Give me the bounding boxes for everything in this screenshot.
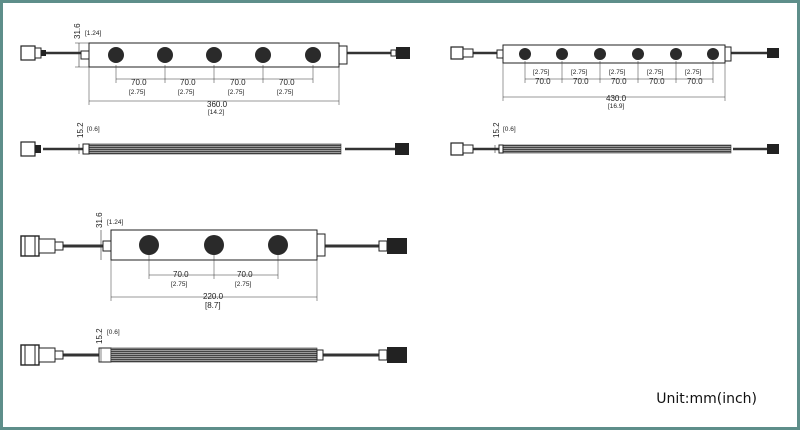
connector-left-icon — [20, 141, 36, 157]
length-dimension-inch: [8.7] — [205, 301, 221, 310]
length-dimension: 220.0 — [203, 292, 224, 301]
pitch-dimension: 70.0 — [535, 77, 551, 86]
connector-right-icon — [390, 47, 410, 59]
length-dimension-inch: [16.9] — [608, 103, 624, 110]
height-dimension: 31.6 — [95, 212, 104, 228]
pitch-dimension-inch: [2.75] — [685, 69, 701, 76]
led-dot — [204, 235, 224, 255]
pitch-dimension: 70.0 — [173, 270, 189, 279]
connector-right-icon — [378, 238, 407, 254]
pitch-dimension: 70.0 — [180, 78, 196, 87]
pitch-dimension-inch: [2.75] — [129, 89, 145, 96]
pitch-dimension-inch: [2.75] — [571, 69, 587, 76]
side-height-dimension: 15.2 — [95, 328, 104, 344]
led-dot — [519, 48, 531, 60]
length-dimension-inch: [14.2] — [208, 109, 224, 116]
led-dot — [305, 47, 321, 63]
pitch-dimension: 70.0 — [687, 77, 703, 86]
side-height-dimension-inch: [0.6] — [107, 329, 120, 336]
technical-drawing: 31.6 [1.24] 70.0 [2.75] 70.0 [2.75] 70.0… — [20, 23, 779, 366]
led-dot — [139, 235, 159, 255]
length-dimension: 430.0 — [606, 94, 627, 103]
pitch-dimension: 70.0 — [131, 78, 147, 87]
connector-right-icon — [767, 48, 779, 58]
led-dot — [255, 47, 271, 63]
side-height-dimension: 15.2 — [76, 122, 85, 138]
pitch-dimension-inch: [2.75] — [277, 89, 293, 96]
led-dot — [157, 47, 173, 63]
side-height-dimension-inch: [0.6] — [87, 126, 100, 133]
pitch-dimension-inch: [2.75] — [228, 89, 244, 96]
pitch-dimension-inch: [2.75] — [171, 281, 187, 288]
led-dot — [594, 48, 606, 60]
led-dot — [707, 48, 719, 60]
connector-right-icon — [378, 347, 407, 363]
led-dot — [206, 47, 222, 63]
pitch-dimension: 70.0 — [573, 77, 589, 86]
connector-right-icon — [395, 143, 409, 155]
pitch-dimension-inch: [2.75] — [647, 69, 663, 76]
pitch-dimension: 70.0 — [279, 78, 295, 87]
pitch-dimension: 70.0 — [649, 77, 665, 86]
led-dot — [632, 48, 644, 60]
pitch-dimension-inch: [2.75] — [235, 281, 251, 288]
connector-left-icon — [20, 45, 46, 61]
connector-left-icon — [450, 142, 464, 156]
led-dot — [670, 48, 682, 60]
height-dimension: 31.6 — [73, 23, 82, 39]
connector-left-icon — [450, 46, 464, 60]
bar-220-side-view: 15.2 [0.6] — [20, 328, 407, 366]
led-dot — [108, 47, 124, 63]
length-dimension: 360.0 — [207, 100, 228, 109]
led-dot — [268, 235, 288, 255]
connector-left-icon — [20, 235, 64, 257]
led-dot — [556, 48, 568, 60]
bar-430-top-view: [2.75] 70.0 [2.75] 70.0 [2.75] 70.0 [2.7… — [450, 44, 779, 110]
bar-430-side-view: 15.2 [0.6] — [450, 122, 779, 156]
pitch-dimension-inch: [2.75] — [533, 69, 549, 76]
pitch-dimension-inch: [2.75] — [609, 69, 625, 76]
side-height-dimension-inch: [0.6] — [503, 126, 516, 133]
pitch-dimension: 70.0 — [611, 77, 627, 86]
height-dimension-inch: [1.24] — [85, 30, 101, 37]
bar-220-top-view: 31.6 [1.24] 70.0 [2.75] 70.0 [2.75] 220.… — [20, 212, 407, 310]
pitch-dimension: 70.0 — [230, 78, 246, 87]
unit-label: Unit:mm(inch) — [656, 391, 757, 407]
side-height-dimension: 15.2 — [492, 122, 501, 138]
connector-left-icon — [20, 344, 64, 366]
bar-360-top-view: 31.6 [1.24] 70.0 [2.75] 70.0 [2.75] 70.0… — [20, 23, 410, 116]
pitch-dimension-inch: [2.75] — [178, 89, 194, 96]
pitch-dimension: 70.0 — [237, 270, 253, 279]
bar-360-side-view: 15.2 [0.6] — [20, 122, 409, 157]
height-dimension-inch: [1.24] — [107, 219, 123, 226]
connector-right-icon — [767, 144, 779, 154]
